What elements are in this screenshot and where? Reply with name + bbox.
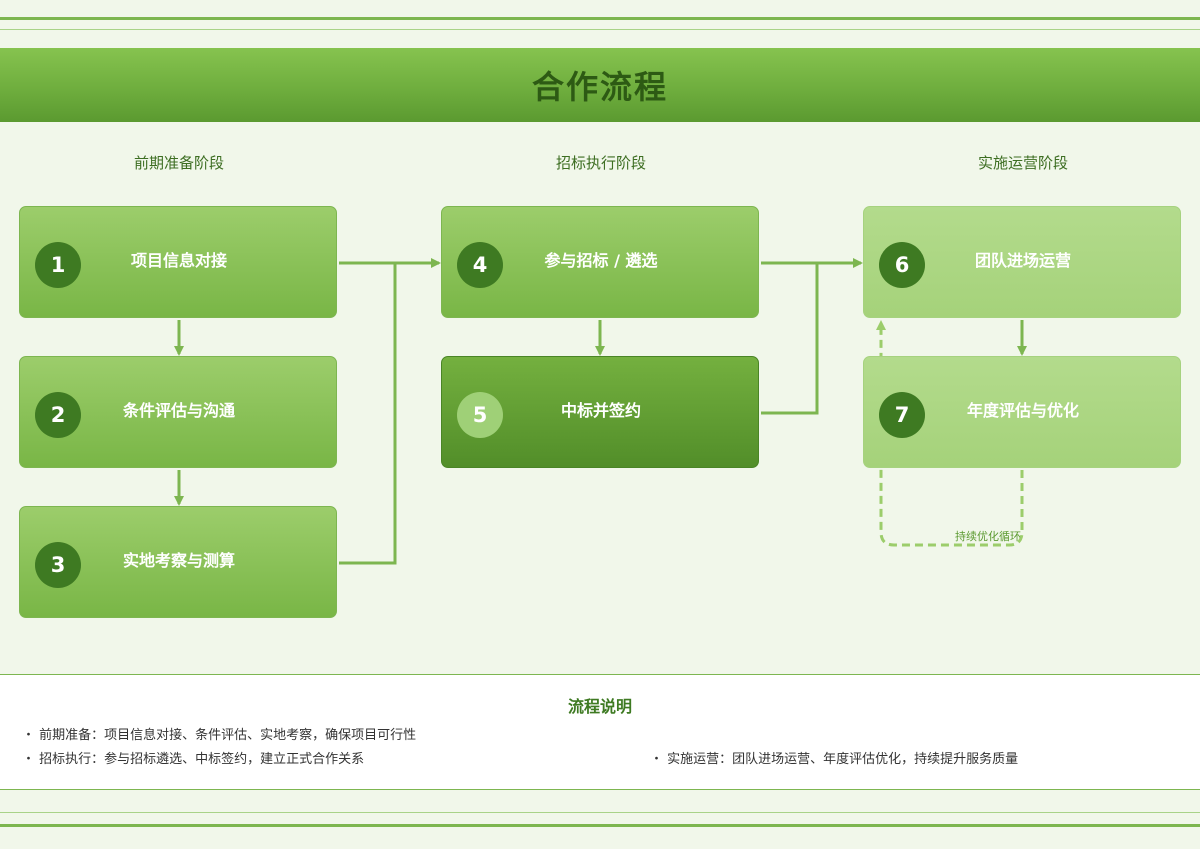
- step-box-7: 7 年度评估与优化: [863, 356, 1181, 468]
- step-title: 条件评估与沟通: [122, 401, 235, 420]
- bottom-deco-line-thick: [0, 824, 1200, 827]
- step-box-3: 3 实地考察与测算: [19, 506, 337, 618]
- notes-panel: 流程说明 ・ 前期准备：项目信息对接、条件评估、实地考察，确保项目可行性 ・ 招…: [0, 674, 1200, 790]
- step-number-badge: 6: [879, 242, 925, 288]
- bottom-deco-line-thin: [0, 812, 1200, 813]
- step-box-5: 5 中标并签约: [441, 356, 759, 468]
- stage-label-prep: 前期准备阶段: [133, 154, 224, 172]
- step-box-1: 1 项目信息对接: [19, 206, 337, 318]
- connector-3-4: [339, 263, 397, 565]
- note-item-operation: ・ 实施运营：团队进场运营、年度评估优化，持续提升服务质量: [650, 752, 1019, 767]
- loop-connector: [876, 320, 1024, 547]
- step-box-2: 2 条件评估与沟通: [19, 356, 337, 468]
- top-deco-line-thick: [0, 17, 1200, 20]
- step-number-badge: 7: [879, 392, 925, 438]
- stage-label-operation: 实施运营阶段: [977, 154, 1068, 172]
- step-number-badge: 3: [35, 542, 81, 588]
- connector-5-6: [761, 263, 819, 415]
- step-number-badge: 1: [35, 242, 81, 288]
- stage-label-bidding: 招标执行阶段: [555, 154, 646, 172]
- note-item-prep: ・ 前期准备：项目信息对接、条件评估、实地考察，确保项目可行性: [22, 728, 417, 743]
- step-title: 中标并签约: [560, 401, 641, 420]
- step-number-badge: 5: [457, 392, 503, 438]
- step-title: 项目信息对接: [130, 251, 227, 270]
- step-title: 参与招标 / 遴选: [544, 251, 658, 270]
- note-item-bidding: ・ 招标执行：参与招标遴选、中标签约，建立正式合作关系: [22, 752, 365, 767]
- step-number-badge: 4: [457, 242, 503, 288]
- notes-title: 流程说明: [567, 697, 632, 716]
- step-title: 团队进场运营: [974, 251, 1071, 270]
- step-title: 年度评估与优化: [966, 401, 1079, 420]
- step-box-6: 6 团队进场运营: [863, 206, 1181, 318]
- title-banner: 合作流程: [0, 48, 1200, 122]
- page-title: 合作流程: [531, 68, 668, 106]
- top-deco-line-thin: [0, 29, 1200, 30]
- loop-label: 持续优化循环: [955, 530, 1021, 543]
- step-box-4: 4 参与招标 / 遴选: [441, 206, 759, 318]
- step-title: 实地考察与测算: [122, 551, 235, 570]
- step-number-badge: 2: [35, 392, 81, 438]
